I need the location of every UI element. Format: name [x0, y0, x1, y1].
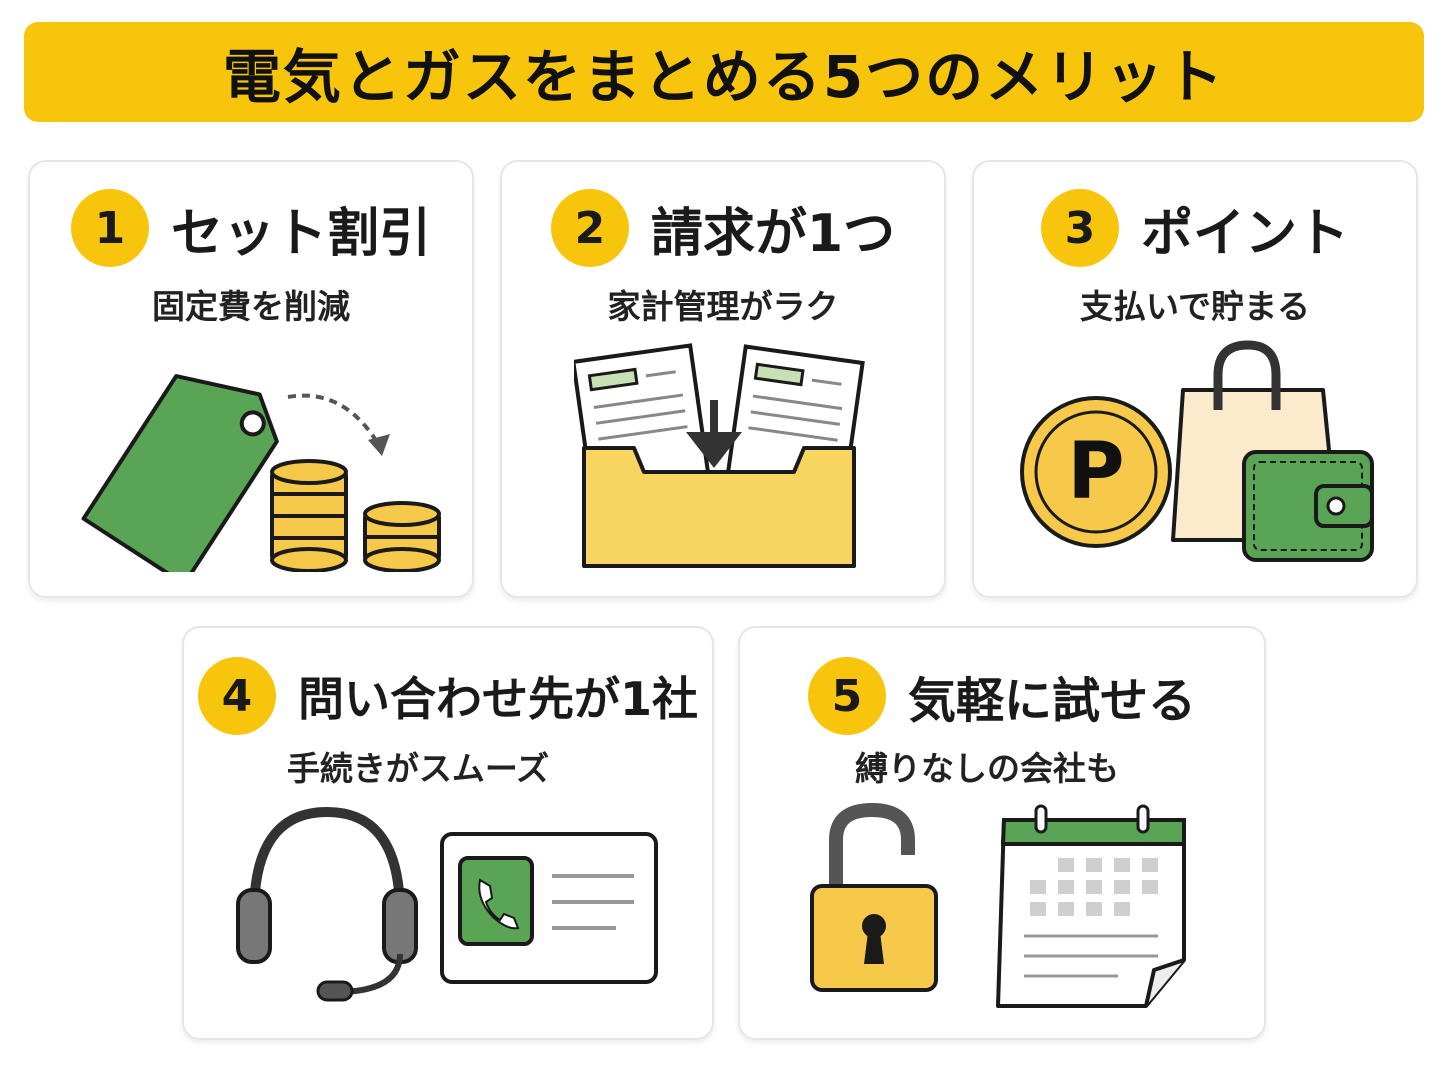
merit-card-header: 5 気軽に試せる	[740, 654, 1264, 738]
merit-title: ポイント	[1140, 203, 1349, 264]
merit-number-badge: 5	[807, 657, 886, 735]
header-banner: 電気とガスをまとめる5つのメリット	[24, 22, 1424, 122]
merit-card-header: 1 セット割引	[30, 186, 472, 270]
point-coin-wallet-icon: P	[1018, 340, 1378, 570]
merit-title: セット割引	[170, 203, 431, 264]
price-tag-coins-icon	[70, 352, 450, 572]
merit-subtitle: 支払いで貯まる	[1079, 287, 1310, 326]
unlock-calendar-icon	[808, 800, 1208, 1015]
merit-title: 問い合わせ先が1社	[297, 672, 698, 726]
merit-subtitle: 家計管理がラク	[607, 287, 839, 326]
merit-title: 気軽に試せる	[907, 673, 1196, 729]
headset-contact-card-icon	[232, 804, 672, 1014]
merit-title: 請求が1つ	[650, 203, 896, 264]
merit-subtitle: 手続きがスムーズ	[286, 749, 550, 788]
merit-card-3: 3 ポイント 支払いで貯まる P	[972, 160, 1418, 598]
merit-subtitle: 固定費を削減	[152, 287, 350, 326]
merit-card-5: 5 気軽に試せる 縛りなしの会社も	[738, 626, 1266, 1040]
merit-number-badge: 4	[197, 657, 276, 735]
merit-card-4: 4 問い合わせ先が1社 手続きがスムーズ	[182, 626, 714, 1040]
merit-card-1: 1 セット割引 固定費を削減	[28, 160, 474, 598]
svg-text:P: P	[1067, 427, 1124, 517]
document-tray-icon	[574, 340, 874, 575]
page-title: 電気とガスをまとめる5つのメリット	[222, 43, 1226, 111]
merit-card-header: 2 請求が1つ	[502, 186, 944, 270]
merit-number-badge: 2	[550, 189, 629, 267]
merit-subtitle: 縛りなしの会社も	[855, 749, 1119, 788]
merit-card-header: 3 ポイント	[974, 186, 1416, 270]
merit-card-header: 4 問い合わせ先が1社	[184, 654, 712, 738]
merit-number-badge: 1	[70, 189, 149, 267]
merit-card-2: 2 請求が1つ 家計管理がラク	[500, 160, 946, 598]
merit-number-badge: 3	[1040, 189, 1119, 267]
